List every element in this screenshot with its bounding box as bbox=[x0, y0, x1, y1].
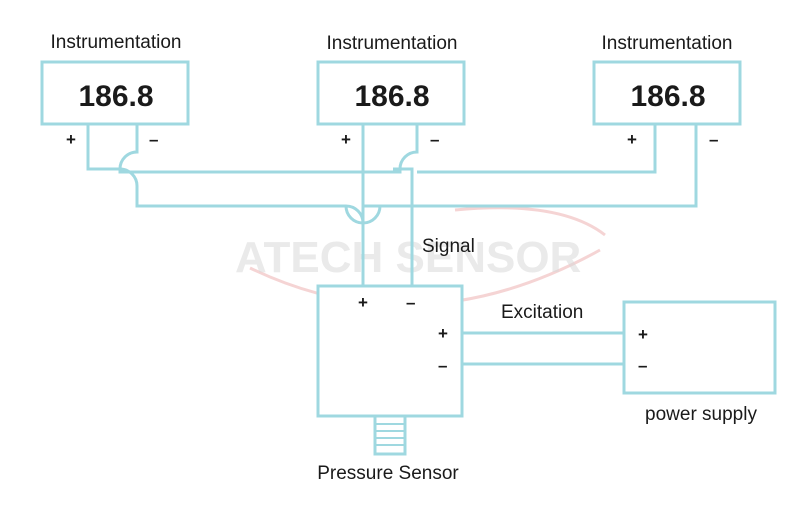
excitation-label: Excitation bbox=[501, 302, 583, 323]
sensor-signal-plus: + bbox=[358, 293, 368, 312]
sensor-excitation-plus: + bbox=[438, 324, 448, 343]
watermark-text: ATECH SENSOR bbox=[235, 233, 581, 282]
instrument-reading: 186.8 bbox=[354, 80, 429, 113]
instrument-plus: + bbox=[627, 130, 637, 149]
power-supply-box bbox=[622, 300, 777, 395]
instrument-minus: – bbox=[430, 130, 439, 149]
power-supply-plus: + bbox=[638, 325, 648, 344]
instrument-display bbox=[40, 60, 190, 126]
signal-label: Signal bbox=[422, 236, 475, 257]
instrument-display bbox=[316, 60, 466, 126]
instrument-reading: 186.8 bbox=[78, 80, 153, 113]
sensor-signal-minus: – bbox=[406, 293, 415, 312]
wires bbox=[86, 124, 698, 366]
sensor-port bbox=[373, 414, 407, 456]
power-supply: + – power supply bbox=[622, 300, 777, 425]
power-supply-minus: – bbox=[638, 356, 647, 375]
sensor-label: Pressure Sensor bbox=[317, 463, 459, 484]
instrument-2: 186.8 Instrumentation + – bbox=[316, 33, 466, 149]
plus-bus-wire bbox=[86, 124, 698, 224]
instrument-1: 186.8 Instrumentation + – bbox=[40, 32, 190, 149]
instrument-plus: + bbox=[66, 130, 76, 149]
minus-bus-wire-right bbox=[417, 124, 657, 174]
instrument-label: Instrumentation bbox=[602, 33, 733, 54]
crossover-bridge bbox=[344, 205, 382, 225]
instrument-minus: – bbox=[149, 130, 158, 149]
pressure-sensor: + – + – Pressure Sensor bbox=[316, 284, 464, 484]
signal-wire bbox=[393, 167, 414, 286]
sensor-port-body bbox=[373, 414, 407, 456]
instrument-display bbox=[592, 60, 742, 126]
instrument-plus: + bbox=[341, 130, 351, 149]
instrument-label: Instrumentation bbox=[51, 32, 182, 53]
instrument-minus: – bbox=[709, 130, 718, 149]
instrument-label: Instrumentation bbox=[327, 33, 458, 54]
instrument-reading: 186.8 bbox=[630, 80, 705, 113]
sensor-excitation-minus: – bbox=[438, 356, 447, 375]
sensor-body bbox=[316, 284, 464, 418]
watermark-swoosh-top bbox=[454, 206, 606, 237]
watermark: ATECH SENSOR bbox=[235, 206, 606, 307]
power-supply-label: power supply bbox=[645, 404, 757, 425]
instrument-3: 186.8 Instrumentation + – bbox=[592, 33, 742, 149]
minus-bus-wire bbox=[118, 124, 419, 174]
